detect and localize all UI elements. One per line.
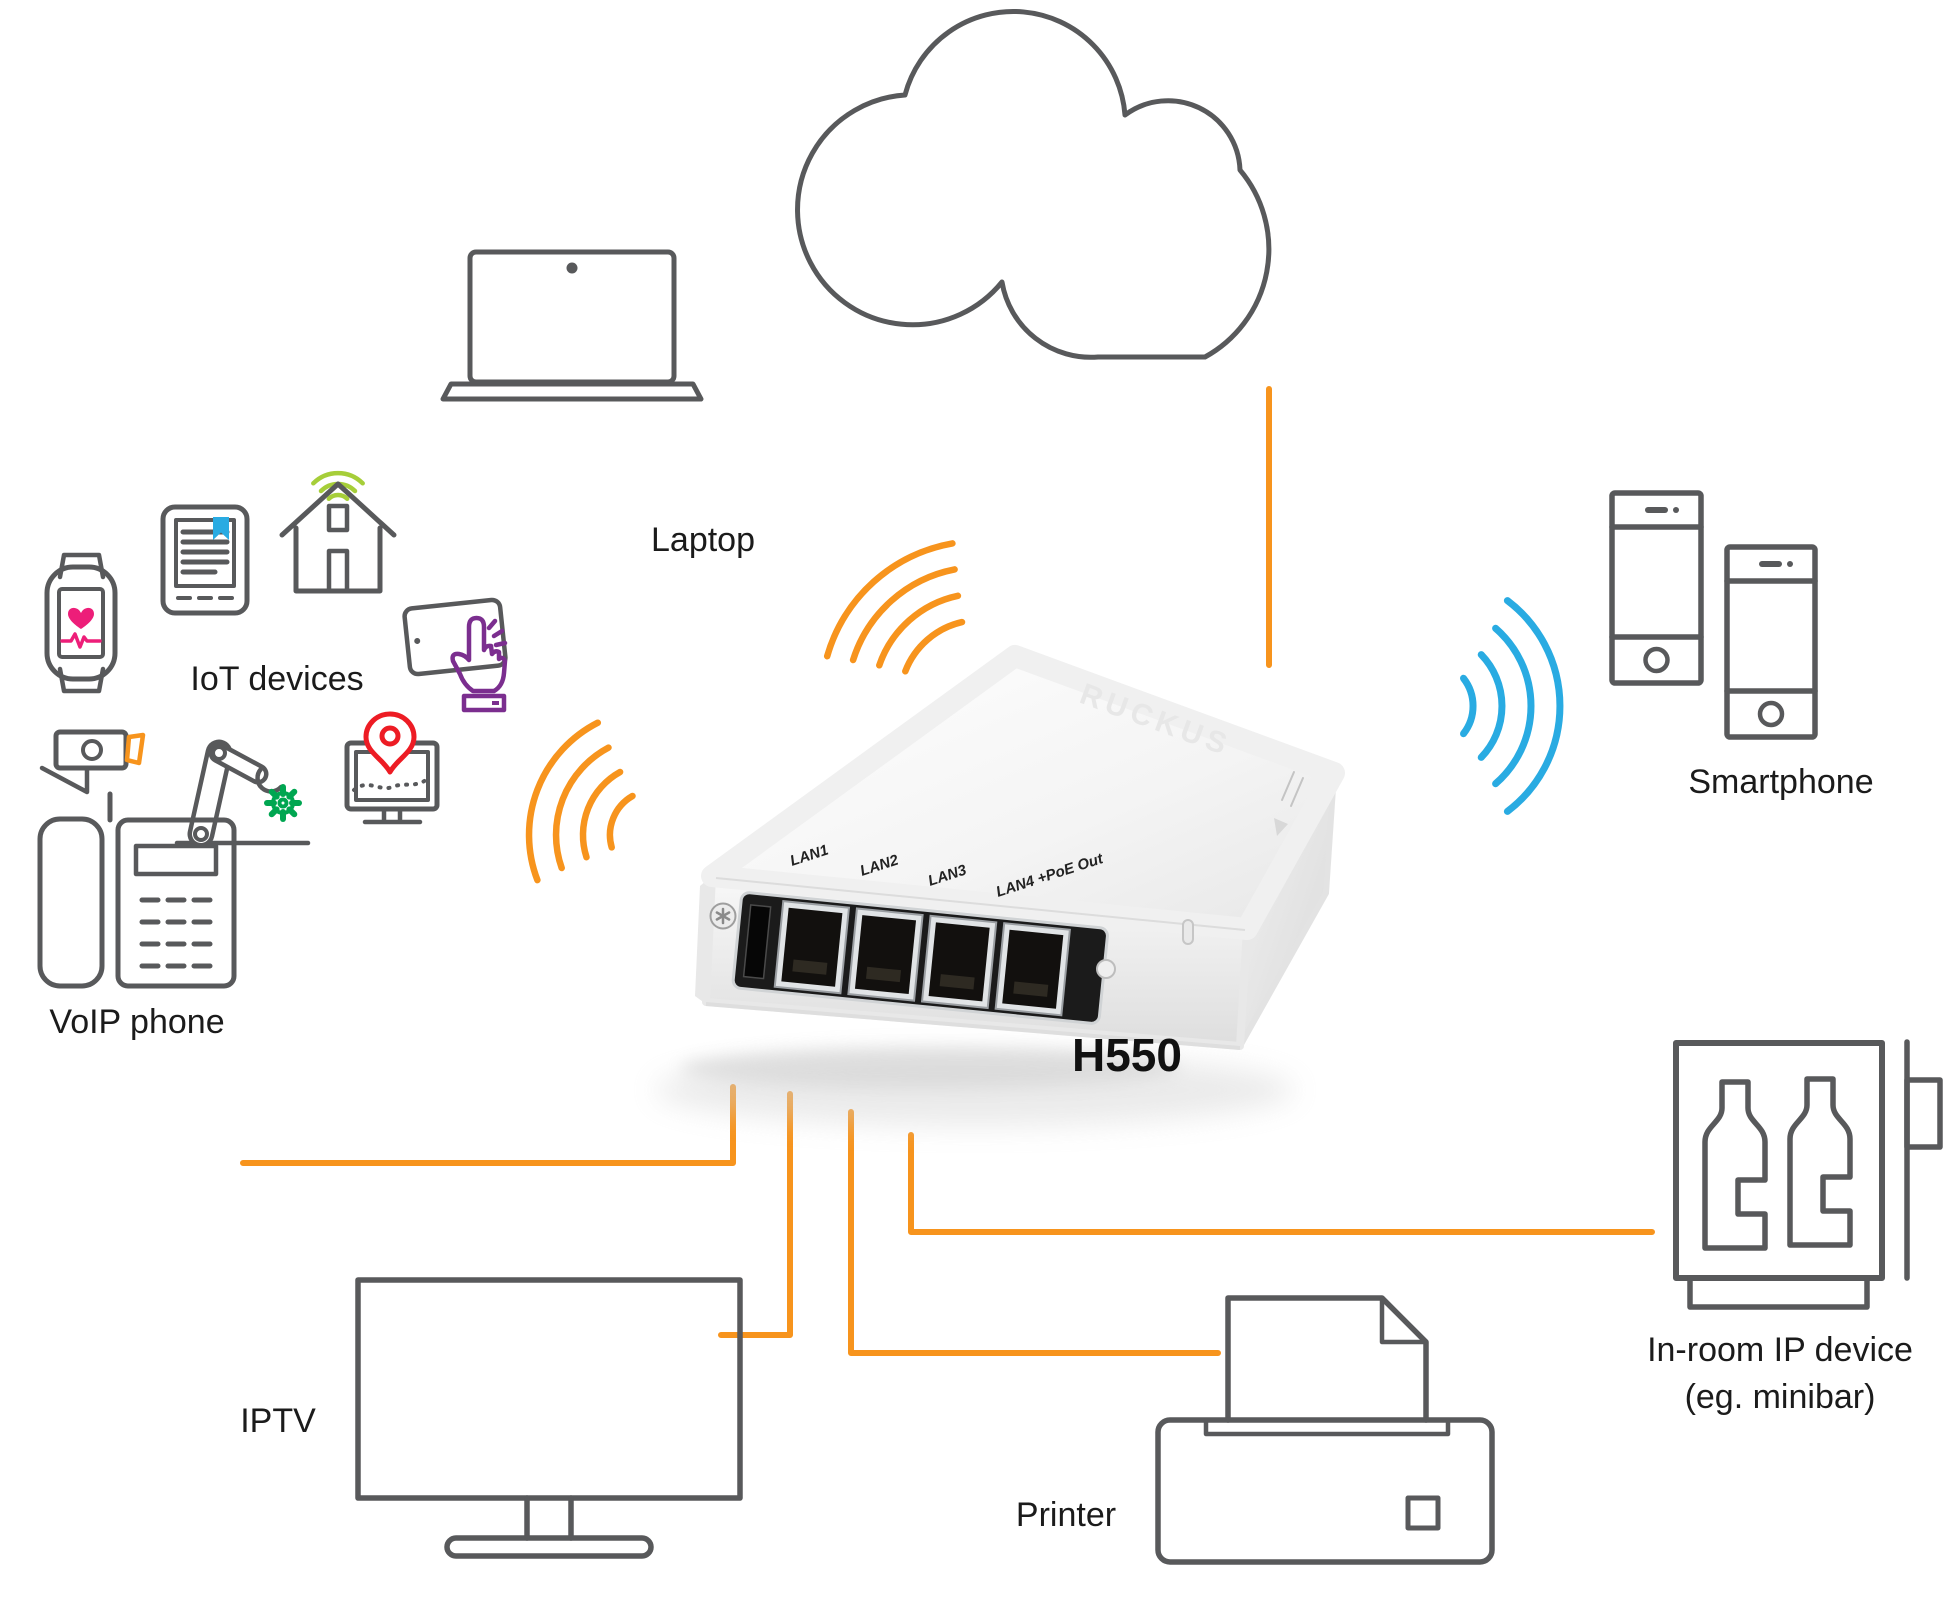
printer-label: Printer — [1016, 1496, 1116, 1534]
camera-flash-orange — [124, 732, 146, 766]
heart-icon — [68, 607, 94, 629]
lan-port-3 — [920, 914, 998, 1010]
touch-hand-icon — [450, 615, 508, 694]
lan-port-1 — [773, 900, 851, 995]
laptop-label: Laptop — [651, 521, 755, 559]
gear-icon — [264, 784, 302, 822]
iptv-label: IPTV — [240, 1402, 316, 1440]
screw-hole — [1096, 959, 1116, 979]
security-camera-icon — [39, 729, 146, 795]
gps-monitor-icon — [344, 711, 440, 825]
voip-phone-icon — [37, 791, 237, 989]
cloud-icon — [795, 8, 1272, 360]
wifi-arcs-smartphone — [1460, 597, 1564, 815]
iptv-icon — [355, 1277, 743, 1559]
lan-port-4 — [994, 922, 1071, 1017]
smartphone-label: Smartphone — [1688, 763, 1873, 801]
smartwatch-icon — [44, 552, 118, 694]
link-ap-iptv — [718, 1091, 793, 1338]
handset — [37, 816, 105, 989]
minibar-label-line2: (eg. minibar) — [1685, 1378, 1876, 1416]
bottle-1 — [1702, 1079, 1768, 1251]
map-pin-icon — [363, 711, 417, 775]
torx-screw — [709, 902, 737, 930]
paper-sheet — [1225, 1295, 1429, 1423]
robot-arm-icon — [174, 739, 311, 848]
voip-phone-label: VoIP phone — [49, 1003, 224, 1041]
pulse-line — [60, 632, 102, 649]
ereader-icon — [160, 504, 250, 616]
smartphone-icon-2 — [1724, 544, 1818, 740]
printer-icon — [1155, 1295, 1495, 1565]
h550-access-point: RUCKUS LAN1 LAN2 LAN3 LAN4 +PoE Out — [655, 645, 1345, 1126]
wifi-arcs-laptop — [823, 540, 966, 675]
side-notch — [1274, 818, 1288, 836]
ap-top-face — [701, 645, 1345, 940]
wifi-arcs-iot — [525, 719, 636, 884]
iot-devices-label: IoT devices — [190, 660, 363, 698]
lan-port-2 — [847, 907, 924, 1002]
smart-home-icon — [279, 470, 397, 594]
laptop-icon — [440, 249, 704, 402]
minibar-label-line1: In-room IP device — [1647, 1331, 1913, 1369]
minibar-icon — [1673, 1039, 1943, 1310]
usb-port — [742, 904, 772, 980]
link-ap-voip — [240, 1084, 736, 1166]
webcam-dot — [566, 262, 578, 274]
bookmark-icon — [213, 517, 229, 540]
printer-button — [1405, 1495, 1441, 1531]
smartphone-icon-1 — [1609, 490, 1704, 686]
tablet-touch-icon — [402, 597, 508, 713]
slot-notch — [1182, 919, 1194, 945]
link-ap-printer — [848, 1109, 1221, 1356]
model-label: H550 — [1072, 1029, 1182, 1081]
bottle-2 — [1787, 1076, 1853, 1248]
ap-port-recess — [731, 891, 1109, 1025]
link-ap-minibar — [908, 1132, 1655, 1235]
